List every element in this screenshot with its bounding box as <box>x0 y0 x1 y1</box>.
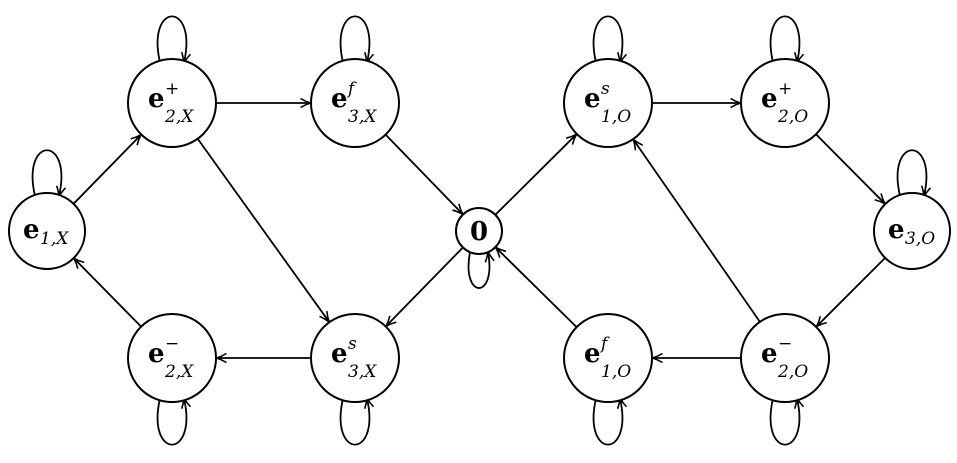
node-circle <box>740 58 830 148</box>
node-label-base: 0 <box>470 217 488 247</box>
edge-e2Op-to-e3O <box>815 133 885 203</box>
node-circle <box>563 313 653 403</box>
node-label-superscript: − <box>778 334 792 354</box>
node-label-base: e <box>888 215 905 245</box>
node-label-base: e <box>584 339 601 369</box>
edges <box>74 103 886 358</box>
node-label-superscript: + <box>778 79 792 99</box>
node-circle <box>8 192 86 270</box>
node-circle <box>127 58 217 148</box>
edge-e3Xf-to-zero <box>384 133 463 214</box>
node-label-subscript: 3,O <box>905 229 935 249</box>
edge-zero-to-e1Os <box>494 135 576 216</box>
node-label-superscript: + <box>165 79 179 99</box>
node-label-superscript: f <box>599 334 610 354</box>
node-label-base: e <box>761 84 778 114</box>
edge-e2Xp-to-e3Xs <box>196 138 329 322</box>
node-circle <box>310 313 400 403</box>
self-loop-e3Xs <box>339 398 370 446</box>
edge-e1X-to-e2Xp <box>72 135 141 205</box>
node-label-base: e <box>761 339 778 369</box>
self-loop-e1X <box>31 149 62 196</box>
self-loops <box>31 15 927 446</box>
self-loop-e1Of <box>592 398 623 446</box>
node-label-subscript: 3,X <box>348 107 377 127</box>
node-label-subscript: 2,X <box>164 362 194 382</box>
node-label-base: e <box>584 84 601 114</box>
node-label-subscript: 2,X <box>164 107 194 127</box>
node-circle <box>455 207 503 255</box>
node-label-base: e <box>331 339 348 369</box>
self-loop-e2Om <box>769 398 800 446</box>
node-label-subscript: 1,O <box>601 362 631 382</box>
node-label-superscript: − <box>165 334 179 354</box>
edge-e1Of-to-zero <box>496 248 578 328</box>
node-circle <box>310 58 400 148</box>
self-loop-e3O <box>896 149 927 196</box>
self-loop-e1Os <box>592 15 623 62</box>
edge-e2Xm-to-e1X <box>74 259 142 328</box>
node-circle <box>740 313 830 403</box>
node-label-base: e <box>331 84 348 114</box>
node-label-subscript: 2,O <box>777 107 808 127</box>
node-label-base: e <box>148 84 165 114</box>
node-circle <box>127 313 217 403</box>
edge-e3O-to-e2Om <box>817 257 886 326</box>
node-e2Xp: e+2,X <box>127 58 217 148</box>
self-loop-e2Op <box>769 15 800 62</box>
self-loop-zero <box>467 252 490 289</box>
edge-zero-to-e3Xs <box>386 246 464 325</box>
node-label-superscript: s <box>348 334 357 354</box>
node-label-base: e <box>148 339 165 369</box>
node-zero: 0 <box>455 207 503 255</box>
node-e2Op: e+2,O <box>740 58 830 148</box>
node-e2Xm: e− 2,X <box>127 313 217 403</box>
node-e2Om: e− 2,O <box>740 313 830 403</box>
node-label-subscript: 1,X <box>40 229 69 249</box>
node-label-subscript: 2,O <box>777 362 808 382</box>
node-circle <box>563 58 653 148</box>
self-loop-e2Xp <box>156 15 187 62</box>
self-loop-e3Xf <box>339 15 370 62</box>
edge-e2Om-to-e1Os <box>634 140 761 323</box>
self-loop-e2Xm <box>156 398 187 446</box>
node-circle <box>873 192 951 270</box>
node-label-superscript: f <box>346 79 357 99</box>
node-label-superscript: s <box>601 79 610 99</box>
node-label-subscript: 3,X <box>348 362 377 382</box>
node-label-base: e <box>23 215 40 245</box>
node-label-subscript: 1,O <box>601 107 631 127</box>
